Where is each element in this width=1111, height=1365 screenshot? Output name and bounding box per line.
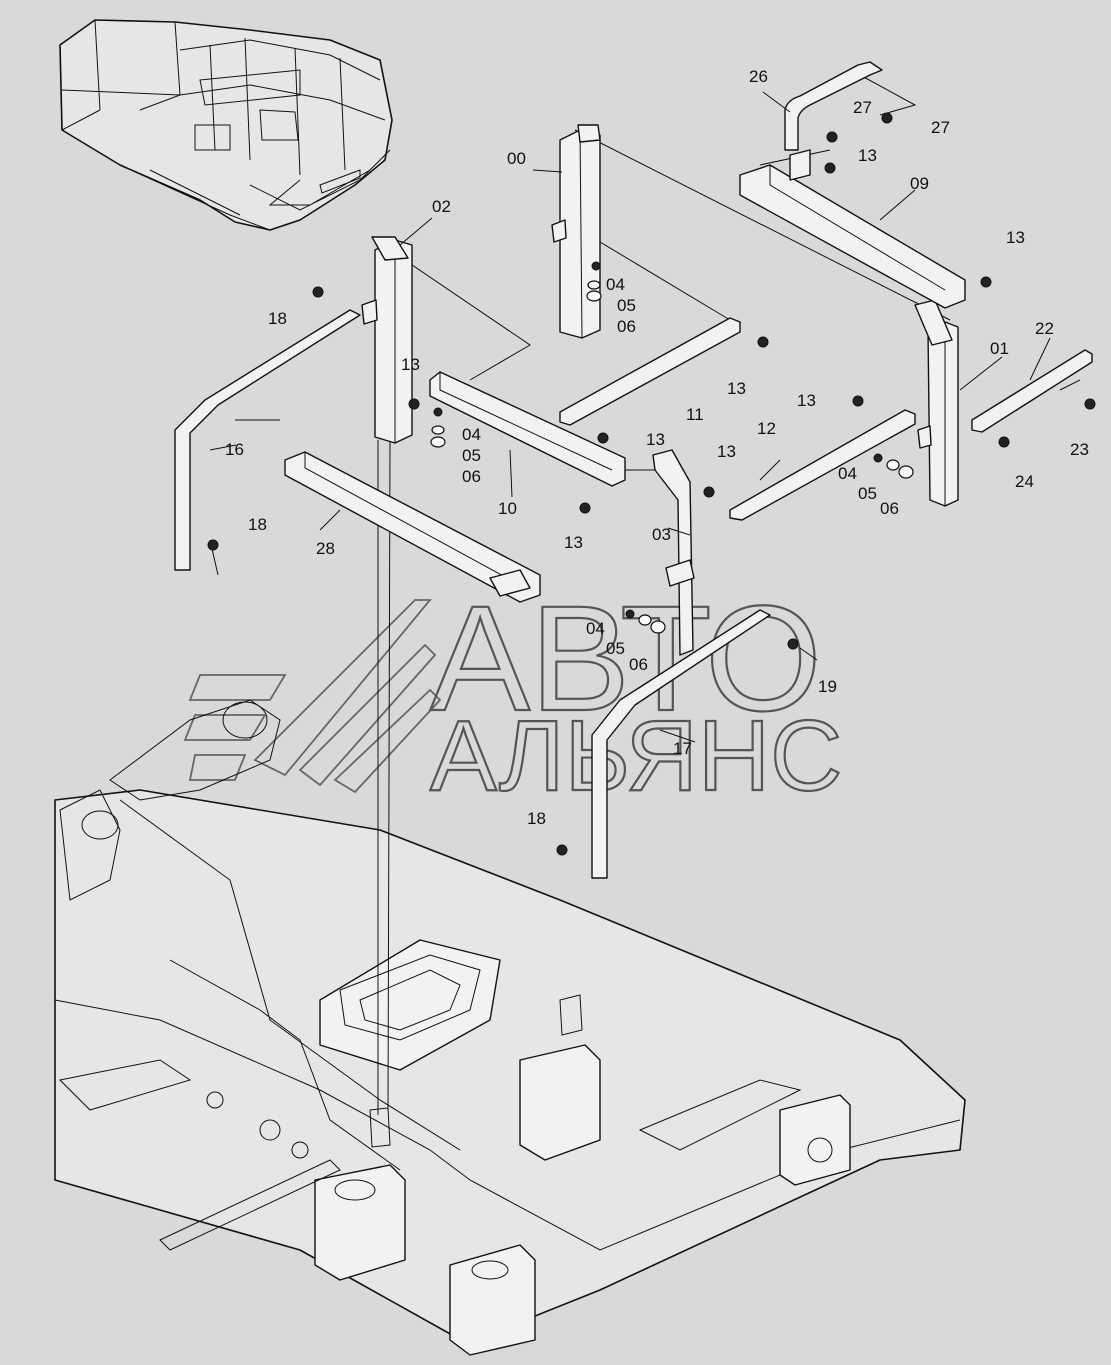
label-part-26: 26 — [749, 67, 768, 86]
part-09-cross-beam — [739, 149, 966, 309]
part-17-handrail — [591, 609, 771, 879]
part-labels: 00 02 01 03 09 10 11 12 16 17 19 22 23 2… — [225, 67, 1089, 828]
label-hw-13: 13 — [401, 355, 420, 374]
part-01-vertical-post — [914, 299, 959, 507]
label-hw-27: 27 — [931, 118, 950, 137]
part-10-plate — [429, 371, 626, 487]
label-hw-04: 04 — [586, 619, 605, 638]
label-part-10: 10 — [498, 499, 517, 518]
part-00-vertical-post — [551, 124, 601, 339]
label-part-03: 03 — [652, 525, 671, 544]
label-part-11: 11 — [686, 405, 704, 424]
label-hw-06: 06 — [617, 317, 636, 336]
watermark-logo-mark — [183, 599, 442, 794]
label-hw-04: 04 — [462, 425, 481, 444]
label-hw-18: 18 — [527, 809, 546, 828]
assembly-guide-lines — [209, 74, 1081, 1115]
label-hw-13: 13 — [1006, 228, 1025, 247]
label-hw-05: 05 — [606, 639, 625, 658]
label-part-23: 23 — [1070, 440, 1089, 459]
part-11-bar — [559, 317, 741, 426]
label-part-22: 22 — [1035, 319, 1054, 338]
label-hw-05: 05 — [462, 446, 481, 465]
label-hw-06: 06 — [462, 467, 481, 486]
label-hw-18: 18 — [268, 309, 287, 328]
part-02-vertical-post — [361, 236, 413, 444]
part-03-bracket — [652, 449, 695, 656]
upper-frame-structure — [54, 699, 966, 1356]
label-part-16: 16 — [225, 440, 244, 459]
label-hw-13: 13 — [727, 379, 746, 398]
label-hw-13: 13 — [797, 391, 816, 410]
label-hw-06: 06 — [629, 655, 648, 674]
fasteners — [207, 112, 1096, 856]
label-part-09: 09 — [910, 174, 929, 193]
watermark-line2: АЛЬЯНС — [430, 700, 842, 812]
label-part-00: 00 — [507, 149, 526, 168]
part-16-handrail — [174, 309, 361, 571]
label-hw-18: 18 — [248, 515, 267, 534]
label-hw-06: 06 — [880, 499, 899, 518]
label-part-01: 01 — [990, 339, 1009, 358]
excavator-thumbnail — [59, 19, 393, 231]
label-hw-05: 05 — [858, 484, 877, 503]
watermark: АВТО АЛЬЯНС — [183, 573, 843, 813]
label-hw-05: 05 — [617, 296, 636, 315]
label-hw-13: 13 — [564, 533, 583, 552]
label-hw-04: 04 — [838, 464, 857, 483]
label-part-28: 28 — [316, 539, 335, 558]
label-part-02: 02 — [432, 197, 451, 216]
label-part-24: 24 — [1015, 472, 1034, 491]
part-22-bar — [971, 349, 1093, 433]
label-part-12: 12 — [757, 419, 776, 438]
part-26-handrail — [784, 61, 883, 151]
leader-lines — [209, 91, 1051, 743]
part-28-beam — [284, 451, 541, 603]
label-hw-13: 13 — [717, 442, 736, 461]
label-hw-04: 04 — [606, 275, 625, 294]
label-hw-13: 13 — [858, 146, 877, 165]
label-part-17: 17 — [673, 739, 692, 758]
label-part-19: 19 — [818, 677, 837, 696]
label-hw-13: 13 — [646, 430, 665, 449]
label-hw-27: 27 — [853, 98, 872, 117]
part-12-bar — [729, 409, 916, 521]
